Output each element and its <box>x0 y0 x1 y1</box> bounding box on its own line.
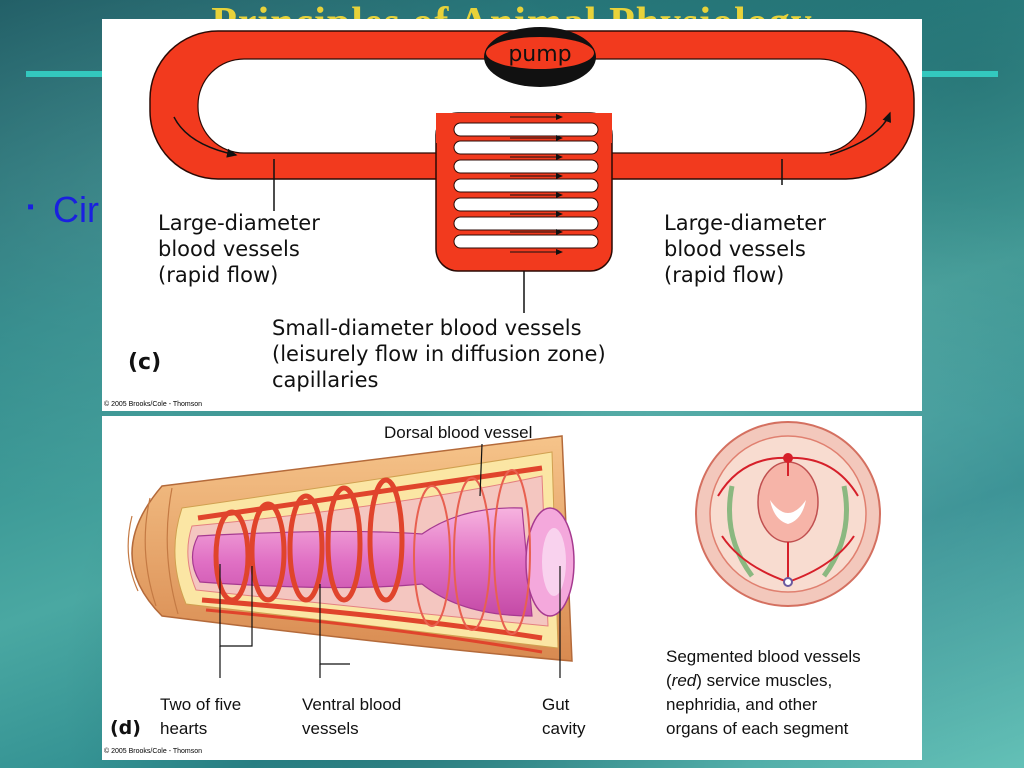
segmented-label-4: organs of each segment <box>666 719 849 738</box>
segmental-vessels <box>413 469 531 635</box>
bullet-square-icon: ▪ <box>27 196 35 218</box>
dorsal-blood-vessel <box>197 465 543 521</box>
hearts-label-2: hearts <box>160 719 207 738</box>
capillary-label-3: capillaries <box>272 368 378 392</box>
title-rule-right <box>920 71 998 77</box>
capillary-channels <box>453 122 599 249</box>
bullet-text: Cir <box>53 189 99 230</box>
left-flow-arrow <box>173 116 238 158</box>
diagram-panel-d: Dorsal blood vessel Two of five hearts V… <box>102 416 922 760</box>
right-vessel-label-1: Large-diameter <box>664 211 826 235</box>
gut-label-1: Gut <box>542 695 570 714</box>
left-vessel-label-2: blood vessels <box>158 237 300 261</box>
capillary-label-1: Small-diameter blood vessels <box>272 316 582 340</box>
pump-label: pump <box>508 42 571 67</box>
right-vessel-label-3: (rapid flow) <box>664 263 784 287</box>
ventral-label-1: Ventral blood <box>302 695 401 714</box>
panel-c-copyright: © 2005 Brooks/Cole - Thomson <box>104 401 203 408</box>
segmented-label-2: (red) service muscles, <box>666 671 832 690</box>
dorsal-vessel-label: Dorsal blood vessel <box>384 423 532 442</box>
segmented-label-1: Segmented blood vessels <box>666 647 861 666</box>
ventral-blood-vessel <box>201 597 543 641</box>
right-vessel-label-2: blood vessels <box>664 237 806 261</box>
panel-d-copyright: © 2005 Brooks/Cole - Thomson <box>104 748 203 755</box>
left-vessel-label-3: (rapid flow) <box>158 263 278 287</box>
left-vessel-label-1: Large-diameter <box>158 211 320 235</box>
panel-c-letter: (c) <box>128 350 161 375</box>
diagram-panel-c: pump Larg <box>102 19 922 411</box>
hearts-label-1: Two of five <box>160 695 241 714</box>
right-flow-arrow <box>829 111 891 156</box>
capillary-label-2: (leisurely flow in diffusion zone) <box>272 342 606 366</box>
ventral-label-2: vessels <box>302 719 359 738</box>
circulation-loop-diagram: pump Larg <box>128 27 915 392</box>
earthworm-circulation-diagram: Dorsal blood vessel Two of five hearts V… <box>110 421 881 739</box>
cross-section <box>695 421 881 607</box>
flow-arrows <box>510 114 563 255</box>
title-rule-left <box>26 71 104 77</box>
gut-label-2: cavity <box>542 719 586 738</box>
segmented-label-3: nephridia, and other <box>666 695 818 714</box>
panel-d-letter: (d) <box>110 717 141 739</box>
hearts <box>213 477 405 603</box>
